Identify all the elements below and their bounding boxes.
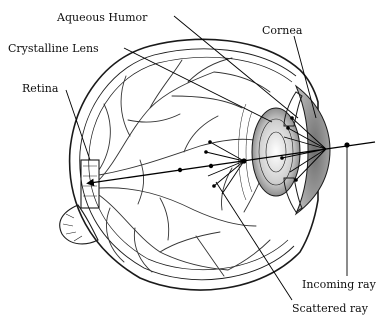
label-aqueous-humor: Aqueous Humor (56, 11, 148, 24)
label-crystalline-lens: Crystalline Lens (8, 42, 99, 55)
scattered-ray-pointer (216, 182, 292, 300)
label-retina: Retina (22, 82, 59, 95)
label-scattered-ray: Scattered ray (292, 302, 369, 315)
retinal-vessels (99, 58, 270, 276)
label-pointers (66, 16, 347, 300)
incoming-ray-line (326, 142, 375, 149)
label-cornea: Cornea (262, 24, 303, 37)
label-incoming-ray: Incoming ray (302, 278, 377, 291)
retina-target-box (81, 160, 99, 208)
rays (90, 116, 375, 194)
crystalline-lens-pointer (124, 48, 272, 122)
